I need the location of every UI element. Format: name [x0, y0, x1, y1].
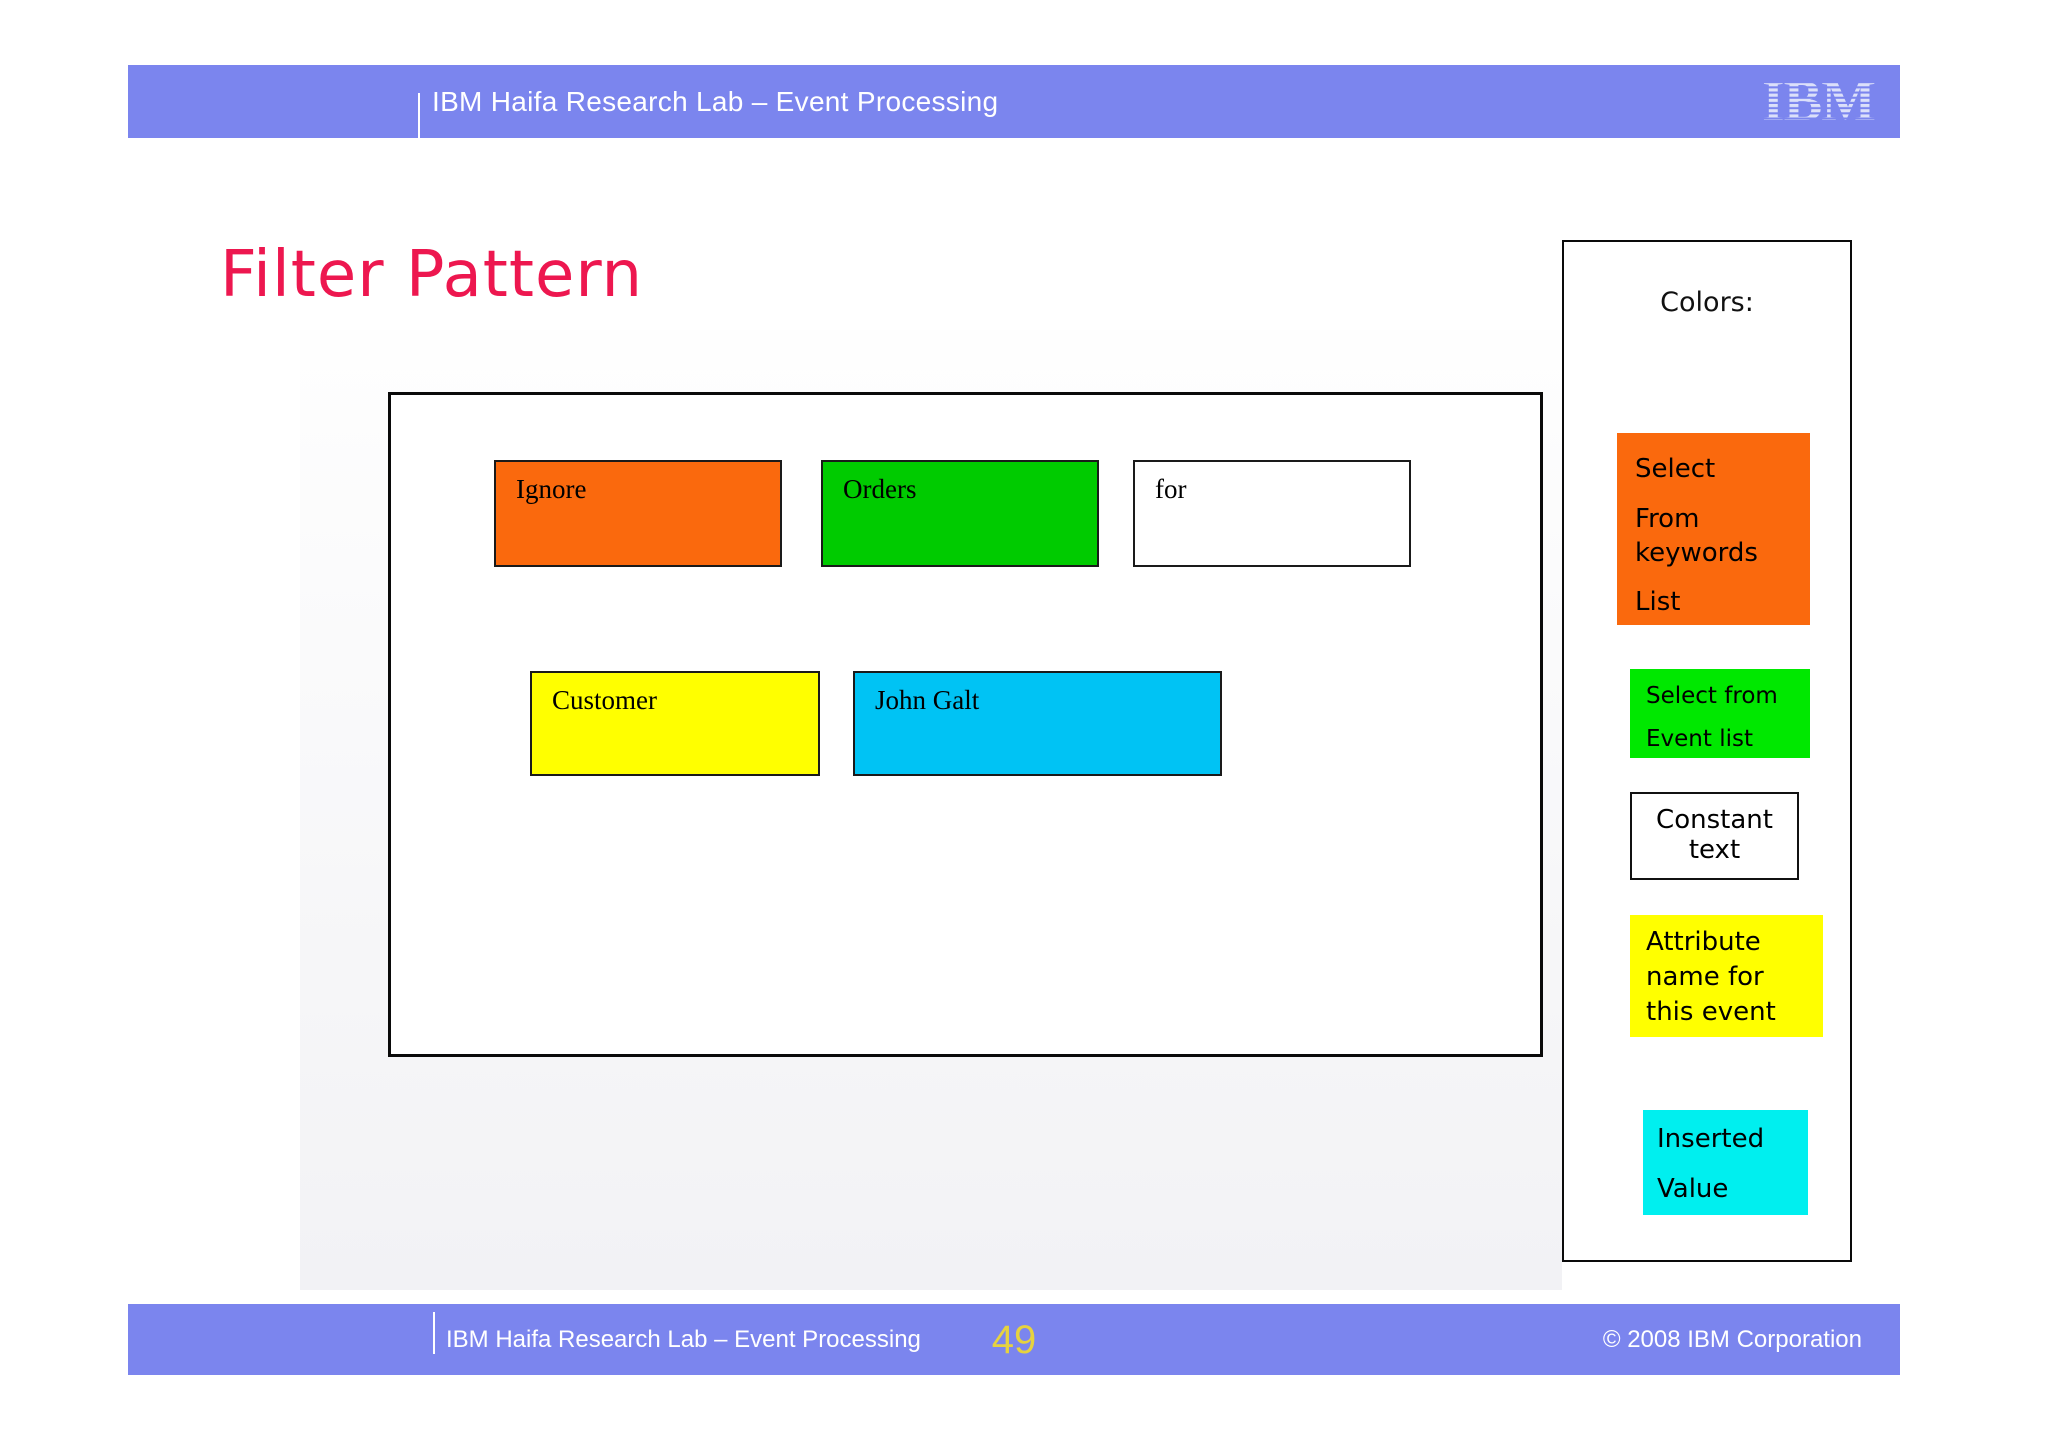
legend-item-line: Attribute name for this event — [1646, 927, 1776, 1028]
legend-item-select-from-event-list: Select from Event list — [1630, 669, 1810, 758]
diagram-box-label: Customer — [552, 685, 657, 715]
legend-title: Colors: — [1660, 287, 1754, 318]
ibm-logo-text: IBM — [1762, 73, 1875, 129]
header-bar: IBM Haifa Research Lab – Event Processin… — [128, 65, 1900, 150]
legend-item-line: Inserted — [1657, 1124, 1765, 1154]
legend-item-line: Select — [1635, 454, 1716, 484]
legend-item-line: Select from — [1646, 683, 1778, 709]
legend-item-inserted-value: Inserted Value — [1643, 1110, 1808, 1215]
legend-item-line: List — [1635, 587, 1681, 618]
diagram-box-label: for — [1155, 474, 1187, 504]
diagram-box-label: Ignore — [516, 474, 587, 504]
colors-legend-panel: Colors: Select From keywords List Select… — [1562, 240, 1852, 1262]
ibm-logo-icon: IBM — [1762, 73, 1876, 129]
legend-item-constant-text: Constant text — [1630, 792, 1799, 880]
header-divider-line — [418, 93, 420, 150]
diagram-box-orders: Orders — [821, 460, 1099, 567]
footer-title: IBM Haifa Research Lab – Event Processin… — [446, 1325, 921, 1353]
diagram-box-customer: Customer — [530, 671, 820, 776]
page-title: Filter Pattern — [220, 238, 644, 312]
diagram-box-label: John Galt — [875, 685, 980, 715]
footer-divider-line — [433, 1312, 435, 1354]
diagram-box-label: Orders — [843, 474, 917, 504]
header-title: IBM Haifa Research Lab – Event Processin… — [432, 85, 999, 117]
copyright-text: © 2008 IBM Corporation — [1602, 1325, 1862, 1353]
legend-item-attribute-name: Attribute name for this event — [1630, 915, 1823, 1037]
legend-item-line: Value — [1657, 1173, 1729, 1204]
legend-item-line: From keywords — [1635, 503, 1758, 568]
diagram-box-for: for — [1133, 460, 1411, 567]
footer-bar: IBM Haifa Research Lab – Event Processin… — [128, 1304, 1900, 1375]
diagram-box-ignore: Ignore — [494, 460, 782, 567]
legend-item-line: Event list — [1646, 725, 1753, 752]
legend-item-select-from-keywords-list: Select From keywords List — [1617, 433, 1810, 625]
page-number: 49 — [991, 1318, 1037, 1362]
diagram-box-john-galt: John Galt — [853, 671, 1222, 776]
legend-item-line: Constant text — [1656, 805, 1773, 865]
filter-pattern-diagram: Ignore Orders for Customer John Galt — [388, 392, 1543, 1057]
